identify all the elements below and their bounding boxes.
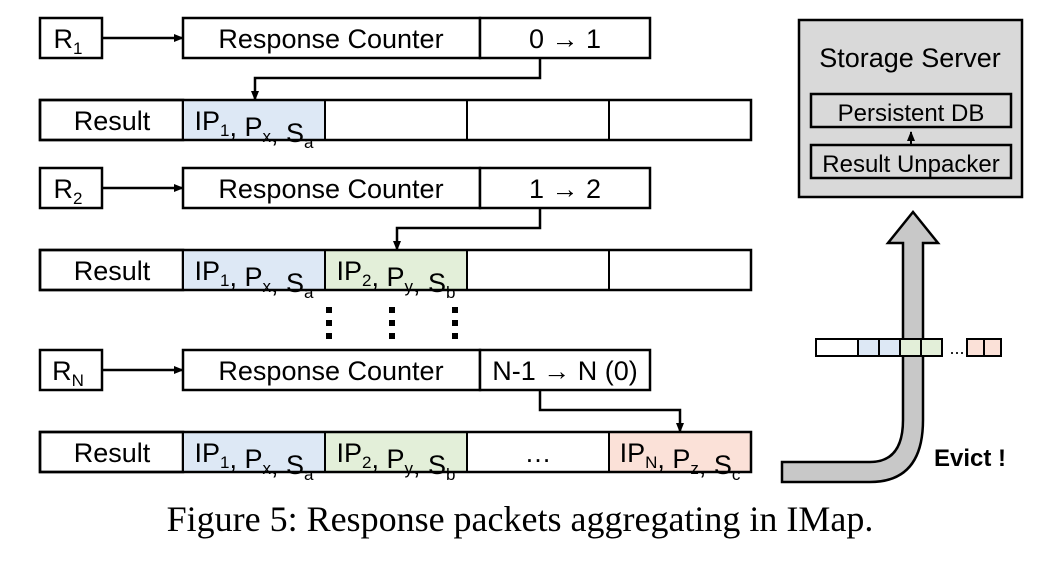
strip-cell <box>920 338 943 357</box>
slot-pointer-arrow <box>251 58 542 101</box>
result-label: Result <box>74 106 151 136</box>
result-slot <box>608 249 752 291</box>
result-slot-entry: IP2, Py, Sb <box>337 256 456 302</box>
persistent-db-box <box>809 92 1013 129</box>
response-counter-box <box>181 16 482 60</box>
result-slot-ellipsis: … <box>525 438 552 468</box>
result-slot <box>466 249 610 291</box>
figure-caption: Figure 5: Response packets aggregating i… <box>166 499 874 539</box>
counter-value: 0 → 1 <box>529 24 601 54</box>
request-box <box>38 166 104 210</box>
result-label-box <box>38 430 185 474</box>
result-slot-entry: IP1, Px, Sa <box>195 438 315 484</box>
result-label: Result <box>74 438 151 468</box>
storage-server-title: Storage Server <box>819 43 1001 73</box>
persistent-db-label: Persistent DB <box>838 100 985 127</box>
result-slot <box>608 99 752 141</box>
response-counter-label: Response Counter <box>218 356 443 386</box>
slot-pointer-arrow <box>538 390 684 433</box>
result-row-border <box>38 98 753 142</box>
strip-ellipsis: ... <box>949 338 964 358</box>
result-slot <box>466 99 610 141</box>
request-box <box>38 16 104 60</box>
strip-cell <box>966 338 985 357</box>
result-slot <box>324 99 468 141</box>
row-group: R1 Response Counter 0 → 1 Result IP1, Px, Sa <box>38 16 753 152</box>
result-slot-entry: IP2, Py, Sb <box>337 438 456 484</box>
result-slot-entry: IP1, Px, Sa <box>195 106 315 152</box>
response-counter-label: Response Counter <box>218 24 443 54</box>
response-counter-box <box>181 348 482 392</box>
evicted-packet-strip: ... <box>815 338 1002 358</box>
result-unpacker-label: Result Unpacker <box>822 151 999 178</box>
evict-label: Evict ! <box>934 445 1006 472</box>
strip-cell <box>878 338 901 357</box>
strip-cell <box>983 338 1002 357</box>
result-label: Result <box>74 256 151 286</box>
row-group: RN Response Counter N-1 → N (0) Result IP1, … <box>38 348 753 484</box>
strip-cell <box>815 338 859 357</box>
counter-value-box <box>478 16 652 60</box>
result-slot-entry: IP1, Px, Sa <box>195 256 315 302</box>
request-label: R1 <box>54 24 83 58</box>
strip-cell <box>899 338 922 357</box>
slot-pointer-arrow <box>393 208 542 251</box>
counter-value-box <box>478 166 652 210</box>
result-unpacker-box <box>809 143 1013 180</box>
request-label: RN <box>52 356 84 390</box>
result-slot-entry: IPN, Pz, Sc <box>620 438 741 484</box>
result-row-border <box>38 430 753 474</box>
counter-value-box <box>478 348 652 392</box>
storage-server: Storage Server Persistent DB Result Unpa… <box>797 18 1024 199</box>
row-group: R2 Response Counter 1 → 2 Result IP1, Px, Sa… <box>38 166 753 302</box>
request-label: R2 <box>54 174 83 208</box>
result-slot <box>324 431 468 473</box>
response-counter-label: Response Counter <box>218 174 443 204</box>
vertical-ellipsis <box>326 307 458 339</box>
strip-cell <box>857 338 880 357</box>
counter-value: 1 → 2 <box>529 174 601 204</box>
counter-value: N-1 → N (0) <box>492 356 638 386</box>
